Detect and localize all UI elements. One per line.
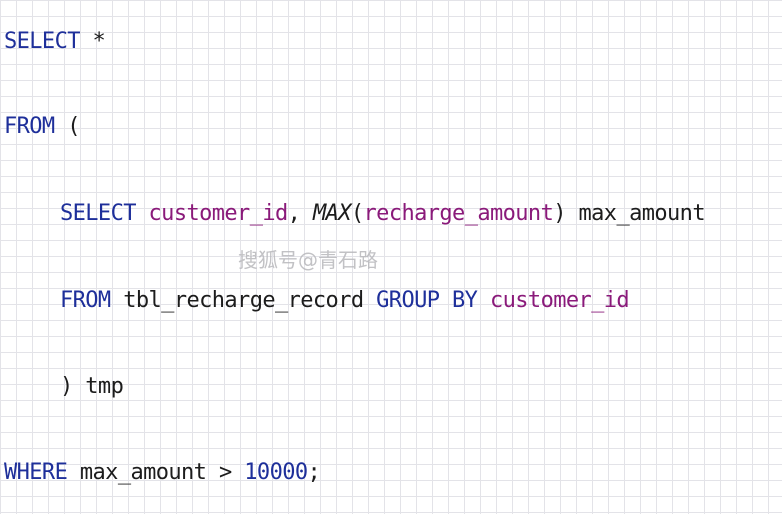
open-paren: (: [54, 114, 80, 139]
code-line-6: WHERE max_amount > 10000;: [4, 458, 321, 488]
keyword-select-inner: SELECT: [60, 201, 136, 226]
function-max: MAX: [312, 201, 352, 226]
keyword-from: FROM: [4, 114, 55, 139]
alias-max-amount: max_amount: [578, 201, 706, 226]
column-recharge-amount: recharge_amount: [363, 201, 554, 226]
statement-terminator: ;: [307, 460, 321, 485]
function-open-paren: (: [350, 201, 364, 226]
keyword-select: SELECT: [4, 29, 80, 54]
keyword-from-inner: FROM: [60, 288, 111, 313]
where-condition: max_amount >: [67, 460, 245, 485]
code-line-5: ) tmp: [60, 372, 124, 402]
code-line-2: FROM (: [4, 112, 80, 142]
column-customer-id: customer_id: [148, 201, 289, 226]
code-line-1: SELECT *: [4, 27, 106, 57]
watermark-text: 搜狐号@青石路: [238, 248, 378, 272]
number-literal: 10000: [244, 460, 308, 485]
code-line-4: FROM tbl_recharge_record GROUP BY custom…: [60, 286, 630, 316]
keyword-where: WHERE: [4, 460, 68, 485]
keyword-group-by: GROUP BY: [376, 288, 478, 313]
table-name: tbl_recharge_record: [110, 288, 377, 313]
code-line-3: SELECT customer_id, MAX(recharge_amount)…: [60, 199, 706, 229]
function-close-paren: ): [553, 201, 579, 226]
subquery-alias: ) tmp: [60, 374, 124, 399]
select-star: *: [79, 29, 106, 54]
comma-separator: ,: [287, 201, 313, 226]
group-by-column: customer_id: [489, 288, 630, 313]
